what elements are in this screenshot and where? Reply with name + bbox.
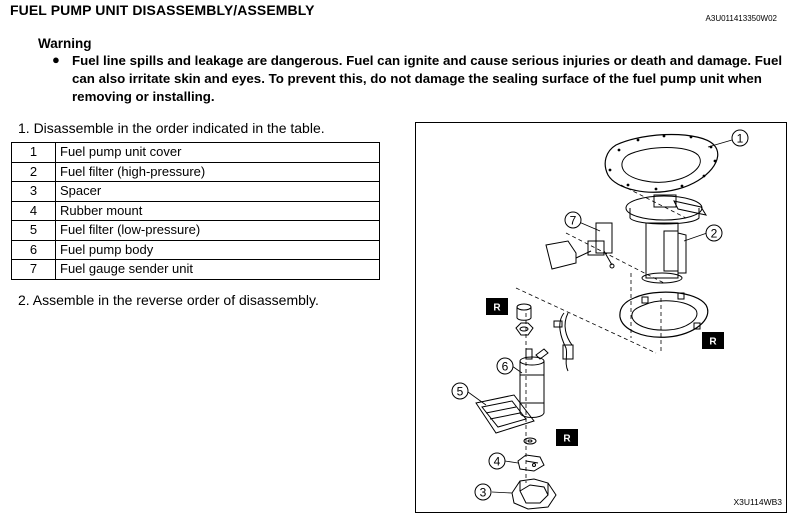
callout-1: 1 xyxy=(731,129,749,147)
part-name: Fuel pump body xyxy=(55,239,380,260)
replace-marker: R xyxy=(556,429,578,446)
svg-text:3: 3 xyxy=(480,486,487,500)
warning-heading: Warning xyxy=(38,36,92,51)
part-number: 1 xyxy=(11,142,56,163)
svg-text:R: R xyxy=(709,337,717,348)
fuel-pump-unit-cover-part xyxy=(604,133,719,193)
svg-text:R: R xyxy=(493,303,501,314)
svg-text:5: 5 xyxy=(457,385,464,399)
parts-table: 1 Fuel pump unit cover 2 Fuel filter (hi… xyxy=(11,142,380,280)
bullet-icon: ● xyxy=(52,52,60,67)
callout-4: 4 xyxy=(488,452,506,470)
exploded-view-diagram: 1 2 7 6 5 4 3 R xyxy=(451,129,749,510)
step-1-text: 1. Disassemble in the order indicated in… xyxy=(18,120,325,136)
svg-text:7: 7 xyxy=(570,214,577,228)
page-title: FUEL PUMP UNIT DISASSEMBLY/ASSEMBLY xyxy=(10,2,315,18)
alignment-lines xyxy=(515,184,687,483)
svg-text:4: 4 xyxy=(494,455,501,469)
step-2-text: 2. Assemble in the reverse order of disa… xyxy=(18,292,319,308)
fuel-pump-assembly-part xyxy=(625,194,708,284)
part-number: 2 xyxy=(11,161,56,182)
part-number: 3 xyxy=(11,181,56,202)
part-number: 7 xyxy=(11,259,56,280)
flange-gasket-part xyxy=(619,291,709,338)
leader-lines xyxy=(467,139,733,494)
svg-text:2: 2 xyxy=(711,227,718,241)
spacer-part xyxy=(511,478,557,510)
table-row: 1 Fuel pump unit cover xyxy=(11,142,380,163)
part-number: 5 xyxy=(11,220,56,241)
rubber-mount-lower-part xyxy=(517,454,545,472)
document-id: A3U011413350W02 xyxy=(705,14,777,23)
rubber-mount-upper-part xyxy=(515,303,534,336)
warning-block: ● Fuel line spills and leakage are dange… xyxy=(52,52,784,106)
part-name: Spacer xyxy=(55,181,380,202)
part-number: 6 xyxy=(11,239,56,260)
figure-id: X3U114WB3 xyxy=(733,497,782,507)
replace-marker: R xyxy=(486,298,508,315)
part-name: Fuel pump unit cover xyxy=(55,142,380,163)
svg-text:1: 1 xyxy=(737,132,744,146)
callout-7: 7 xyxy=(564,211,582,229)
fuel-pump-body-part xyxy=(519,348,549,418)
callout-5: 5 xyxy=(451,382,469,400)
part-name: Fuel filter (high-pressure) xyxy=(55,161,380,182)
callout-3: 3 xyxy=(474,483,492,501)
exploded-view-figure: 1 2 7 6 5 4 3 R xyxy=(415,122,787,513)
part-number: 4 xyxy=(11,200,56,221)
table-row: 7 Fuel gauge sender unit xyxy=(11,259,380,280)
table-row: 2 Fuel filter (high-pressure) xyxy=(11,161,380,182)
replace-marker: R xyxy=(702,332,724,349)
part-name: Fuel gauge sender unit xyxy=(55,259,380,280)
callout-2: 2 xyxy=(705,224,723,242)
fuel-gauge-sender-unit-part xyxy=(545,222,615,270)
table-row: 5 Fuel filter (low-pressure) xyxy=(11,220,380,241)
washer-part xyxy=(523,437,537,445)
part-name: Fuel filter (low-pressure) xyxy=(55,220,380,241)
svg-text:6: 6 xyxy=(502,360,509,374)
svg-text:R: R xyxy=(563,434,571,445)
warning-text: Fuel line spills and leakage are dangero… xyxy=(72,53,783,104)
callout-6: 6 xyxy=(496,357,514,375)
fuel-filter-low-pressure-part xyxy=(475,394,535,434)
table-row: 6 Fuel pump body xyxy=(11,239,380,260)
table-row: 3 Spacer xyxy=(11,181,380,202)
wiring-harness-part xyxy=(553,312,574,372)
table-row: 4 Rubber mount xyxy=(11,200,380,221)
part-name: Rubber mount xyxy=(55,200,380,221)
